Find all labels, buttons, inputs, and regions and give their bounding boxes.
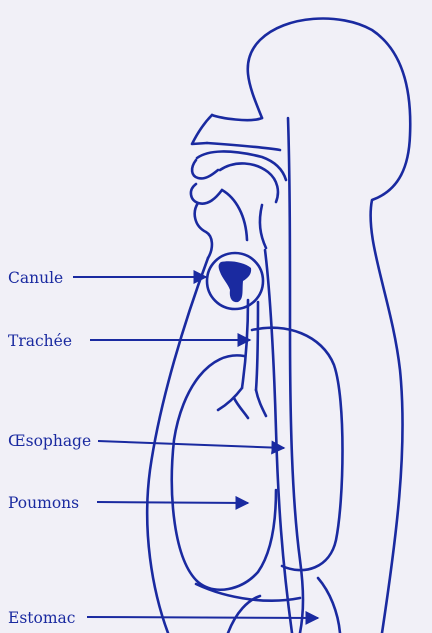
nasal-cavity <box>207 143 280 150</box>
poumons-pointer <box>97 502 248 503</box>
bronchi-left <box>218 388 248 418</box>
trachea-front <box>242 300 248 388</box>
lower-lip <box>191 184 222 204</box>
throat-outline <box>222 190 247 240</box>
esophagus-back <box>288 118 303 633</box>
brow-outline <box>212 115 262 120</box>
label-oesophage: Œsophage <box>8 432 91 450</box>
label-estomac: Estomac <box>8 609 75 627</box>
label-poumons: Poumons <box>8 494 79 512</box>
cannula-device <box>219 261 252 302</box>
trachea-back <box>256 302 258 390</box>
oesophage-pointer <box>98 441 284 448</box>
nose-outline <box>192 115 212 144</box>
estomac-pointer <box>87 617 318 618</box>
chin-neck-outline <box>195 203 212 258</box>
bronchi-right <box>256 390 266 416</box>
epiglottis <box>260 205 266 248</box>
stomach-outline <box>228 578 340 633</box>
upper-lip <box>192 160 218 178</box>
lung-left <box>172 355 276 589</box>
esophagus-front <box>265 250 292 633</box>
diaphragm <box>196 584 300 601</box>
label-trachee: Trachée <box>8 332 72 350</box>
label-canule: Canule <box>8 269 63 287</box>
